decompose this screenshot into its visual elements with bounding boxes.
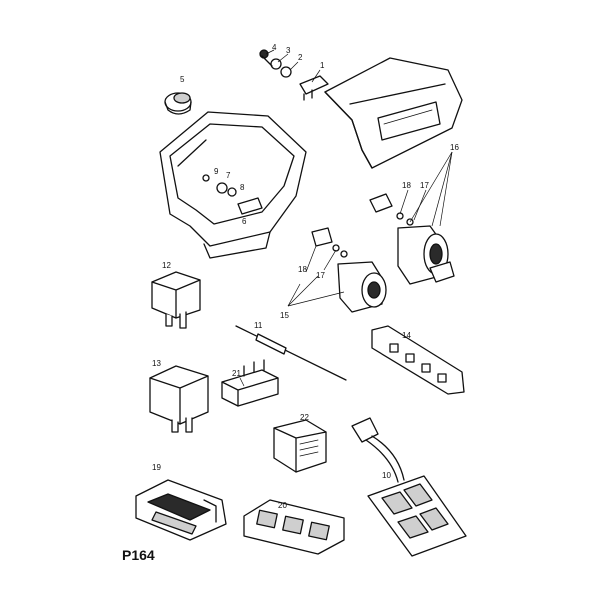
callout-8: 8 — [240, 183, 245, 192]
callout-4: 4 — [272, 43, 277, 52]
callout-16: 16 — [450, 143, 459, 152]
callout-12: 12 — [162, 261, 171, 270]
callout-3: 3 — [286, 46, 291, 55]
callout-15: 15 — [280, 311, 289, 320]
callout-22: 22 — [300, 413, 309, 422]
lock-cylinder-right — [369, 193, 455, 285]
callout-14: 14 — [402, 331, 411, 340]
callout-6: 6 — [242, 217, 247, 226]
tailgate — [159, 111, 307, 259]
part-21-connector — [221, 359, 279, 407]
callout-17-middle: 17 — [316, 271, 325, 280]
callout-2: 2 — [298, 53, 303, 62]
part-11-rod — [235, 325, 347, 381]
part-10-window-switch — [351, 417, 467, 557]
callout-11: 11 — [254, 321, 263, 330]
callout-9: 9 — [214, 167, 219, 176]
callout-labels: 1 2 3 4 5 6 7 8 9 10 11 12 13 14 15 16 1… — [152, 43, 459, 510]
callout-21: 21 — [232, 369, 241, 378]
part-12-relay — [151, 271, 201, 329]
part-19-switch — [135, 479, 227, 541]
callout-18-right: 18 — [402, 181, 411, 190]
part-20-switch-panel — [243, 499, 345, 555]
part-14-bracket — [371, 325, 465, 395]
callout-13: 13 — [152, 359, 161, 368]
page-code: P164 — [122, 547, 155, 563]
callout-5: 5 — [180, 75, 185, 84]
part-13-relay — [149, 365, 209, 433]
callout-1: 1 — [320, 61, 325, 70]
part-5-grommet — [164, 92, 192, 115]
callout-7: 7 — [226, 171, 231, 180]
callout-20: 20 — [278, 501, 287, 510]
lock-assembly-top — [259, 49, 329, 101]
leader-lines — [239, 49, 453, 387]
callout-10: 10 — [382, 471, 391, 480]
lock-cylinder-middle — [311, 227, 387, 313]
trunk-lid — [324, 57, 463, 169]
part-22-relay — [273, 419, 327, 473]
callout-19: 19 — [152, 463, 161, 472]
callout-18-middle: 18 — [298, 265, 307, 274]
callout-17-right: 17 — [420, 181, 429, 190]
